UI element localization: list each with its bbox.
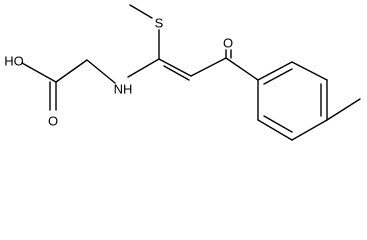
acid-oxygen-label: O — [48, 113, 58, 128]
bond-c1-c2-double — [163, 65, 190, 81]
hydroxyl-label: HO — [4, 53, 24, 68]
ring-inner-bond-3 — [263, 115, 293, 133]
bond-methyl-s — [129, 4, 153, 19]
bond-c-acid-oh — [21, 62, 57, 83]
amine-label: NH — [114, 81, 133, 96]
structure-diagram: S O HO O NH — [4, 4, 361, 141]
sulfur-label: S — [155, 15, 164, 30]
ketone-oxygen-label: O — [223, 35, 233, 50]
bond-ch2-c-acid — [55, 59, 88, 83]
ring-bond-5 — [257, 119, 293, 141]
ring-bond-2 — [291, 61, 328, 81]
bond-c1-c2 — [158, 58, 192, 77]
bond-c2-c3 — [190, 57, 227, 77]
bond-ring-methyl — [326, 98, 361, 121]
ring-bond-1 — [257, 61, 293, 81]
bond-n-ch2 — [86, 59, 116, 84]
ring-bond-4 — [291, 119, 328, 141]
ring-inner-bond-1 — [263, 68, 293, 85]
bond-c3-ring — [225, 57, 259, 81]
bond-c1-n — [127, 58, 160, 78]
